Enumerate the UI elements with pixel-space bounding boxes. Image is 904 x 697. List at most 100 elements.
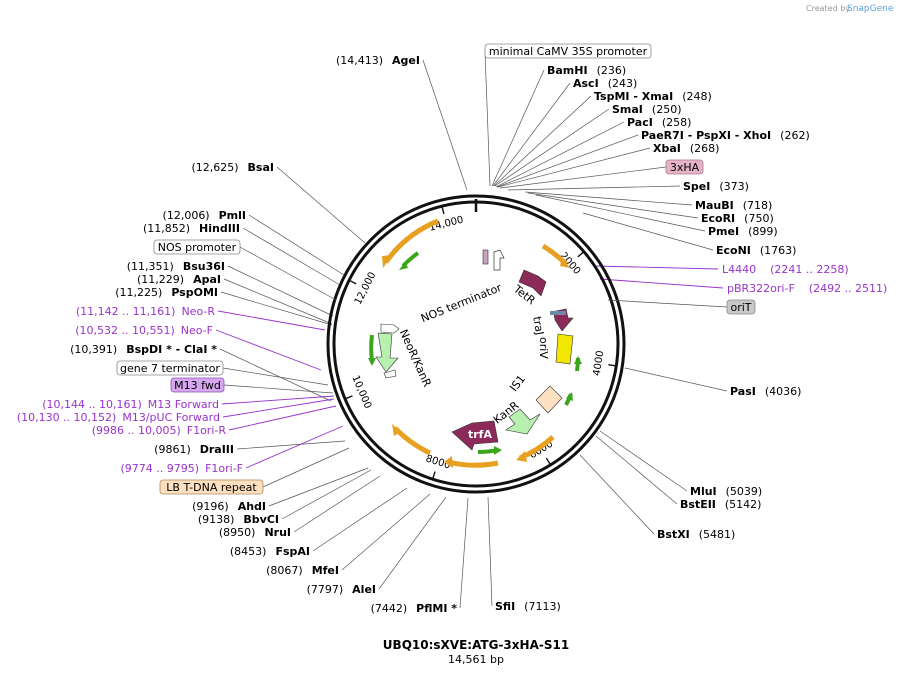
site-leader (219, 348, 332, 402)
neor-kanr-label: NeoR/KanR (397, 327, 434, 389)
primer-range: (2492 .. 2511) (809, 282, 888, 295)
site-leader (223, 278, 333, 325)
site-ahdi[interactable]: (9196)AhdI (192, 500, 266, 513)
svg-text:(9774 .. 9795)F1ori-F: (9774 .. 9795)F1ori-F (121, 462, 244, 475)
nos-terminator-mark (482, 249, 489, 265)
svg-text:(11,229)ApaI: (11,229)ApaI (137, 273, 221, 286)
site-hindiii[interactable]: (11,852)HindIII (143, 222, 240, 235)
site-position: (9138) (198, 513, 235, 526)
features: NOS terminator TetR traJ oriV (368, 218, 582, 468)
site-paci[interactable]: PacI(258) (627, 116, 691, 129)
snapgene-branding: Created by SnapGene (806, 4, 894, 14)
site-leader (493, 95, 592, 187)
site-mfei[interactable]: (8067)MfeI (266, 564, 339, 577)
box-frame (665, 159, 704, 175)
site-position: (1763) (760, 244, 797, 257)
nos-promoter-box[interactable]: NOS promoter (153, 239, 337, 301)
lb-t-dna-repeat-box[interactable]: LB T-DNA repeat (159, 447, 350, 495)
orf-arrowhead-green (399, 262, 408, 270)
site-name: PasI (730, 385, 756, 398)
primer-f1ori-f[interactable]: (9774 .. 9795)F1ori-F (121, 462, 244, 475)
site-position: (12,006) (163, 209, 210, 222)
primer-neo-r[interactable]: (11,142 .. 11,161)Neo-R (76, 305, 215, 318)
site-asci[interactable]: AscI(243) (573, 77, 637, 90)
svg-text:BamHI(236): BamHI(236) (547, 64, 626, 77)
site-leader (624, 367, 728, 392)
plasmid-length: 14,561 bp (448, 653, 504, 666)
site-ecori[interactable]: EcoRI(750) (701, 212, 774, 225)
site-bsteii[interactable]: BstEII(5142) (680, 498, 761, 511)
site-apai[interactable]: (11,229)ApaI (137, 273, 221, 286)
tick-mark (577, 251, 585, 258)
primer-l4440[interactable]: L4440(2241 .. 2258) (722, 263, 849, 276)
site-position: (899) (748, 225, 778, 238)
site-draiii[interactable]: (9861)DraIII (154, 443, 234, 456)
site-leader (378, 496, 447, 590)
tick-label: 12,000 (353, 270, 379, 306)
site-agei[interactable]: (14,413)AgeI (336, 54, 420, 67)
orf-arrowhead (382, 255, 392, 268)
site-bbvci[interactable]: (9138)BbvCI (198, 513, 279, 526)
trfa-arrow (451, 420, 499, 451)
site-econi[interactable]: EcoNI(1763) (716, 244, 796, 257)
site-xbai[interactable]: XbaI(268) (653, 142, 719, 155)
svg-text:PmeI(899): PmeI(899) (708, 225, 778, 238)
traj-mark (550, 311, 566, 315)
site-maubi[interactable]: MauBI(718) (695, 199, 772, 212)
3xha-box[interactable]: 3xHA (499, 159, 704, 189)
site-spei[interactable]: SpeI(373) (683, 180, 749, 193)
svg-text:L4440(2241 .. 2258): L4440(2241 .. 2258) (722, 263, 849, 276)
site-tspmi-xmai[interactable]: TspMI - XmaI(248) (594, 90, 712, 103)
gene-7-terminator-box[interactable]: gene 7 terminator (116, 360, 329, 386)
primer-f1ori-r[interactable]: (9986 .. 10,005)F1ori-R (92, 424, 227, 437)
tick-mark (608, 364, 617, 367)
primer-m13-puc-forward[interactable]: (10,130 .. 10,152)M13/pUC Forward (17, 411, 220, 424)
site-mlui[interactable]: MluI(5039) (690, 485, 762, 498)
site-paer7i-pspxi-xhoi[interactable]: PaeR7I - PspXI - XhoI(262) (641, 129, 810, 142)
site-leader (236, 440, 346, 450)
minimal-camv-35s-promoter-box[interactable]: minimal CaMV 35S promoter (484, 43, 652, 187)
orf-arrowhead (516, 451, 527, 462)
site-bamhi[interactable]: BamHI(236) (547, 64, 626, 77)
primer-range: (10,144 .. 10,161) (42, 398, 142, 411)
primer-leader (599, 278, 724, 289)
site-bstxi[interactable]: BstXI(5481) (657, 528, 735, 541)
site-leader (341, 493, 431, 571)
site-pflmi[interactable]: (7442)PflMI * (371, 602, 458, 615)
m13-fwd-box[interactable]: M13 fwd (170, 377, 334, 394)
site-pmli[interactable]: (12,006)PmlI (163, 209, 246, 222)
site-fspai[interactable]: (8453)FspAI (230, 545, 310, 558)
site-name: BamHI (547, 64, 588, 77)
site-leader (497, 147, 651, 188)
plasmid-backbone (326, 194, 626, 494)
site-bspdi-clai[interactable]: (10,391)BspDI * - ClaI * (70, 343, 217, 356)
primer-neo-f[interactable]: (10,532 .. 10,551)Neo-F (75, 324, 213, 337)
primer-m13-forward[interactable]: (10,144 .. 10,161)M13 Forward (42, 398, 219, 411)
primer-pbr322ori-f[interactable]: pBR322ori-F(2492 .. 2511) (727, 282, 887, 295)
orit-box[interactable]: oriT (607, 299, 756, 315)
site-name: DraIII (200, 443, 234, 456)
site-alei[interactable]: (7797)AleI (307, 583, 376, 596)
is1-block (535, 385, 563, 414)
neor-kanr-arrow (375, 332, 399, 373)
primer-leader (594, 265, 719, 270)
site-position: (7797) (307, 583, 344, 596)
site-leader (312, 487, 408, 552)
site-bsu36i[interactable]: (11,351)Bsu36I (127, 260, 225, 273)
site-leader (495, 121, 625, 188)
orf-arc-bottom (447, 459, 499, 468)
box-label: LB T-DNA repeat (166, 481, 257, 494)
site-pspomi[interactable]: (11,225)PspOMI (115, 286, 218, 299)
site-position: (9196) (192, 500, 229, 513)
site-sfii[interactable]: SfiI(7113) (495, 600, 561, 613)
site-pmei[interactable]: PmeI(899) (708, 225, 778, 238)
site-name: ApaI (193, 273, 221, 286)
primer-leader (215, 329, 322, 371)
site-smai[interactable]: SmaI(250) (612, 103, 682, 116)
site-name: MfeI (312, 564, 339, 577)
site-pasi[interactable]: PasI(4036) (730, 385, 801, 398)
site-bsai[interactable]: (12,625)BsaI (191, 161, 274, 174)
site-nrui[interactable]: (8950)NruI (219, 526, 291, 539)
plasmid-name: UBQ10:sXVE:ATG-3xHA-S11 (383, 638, 569, 652)
